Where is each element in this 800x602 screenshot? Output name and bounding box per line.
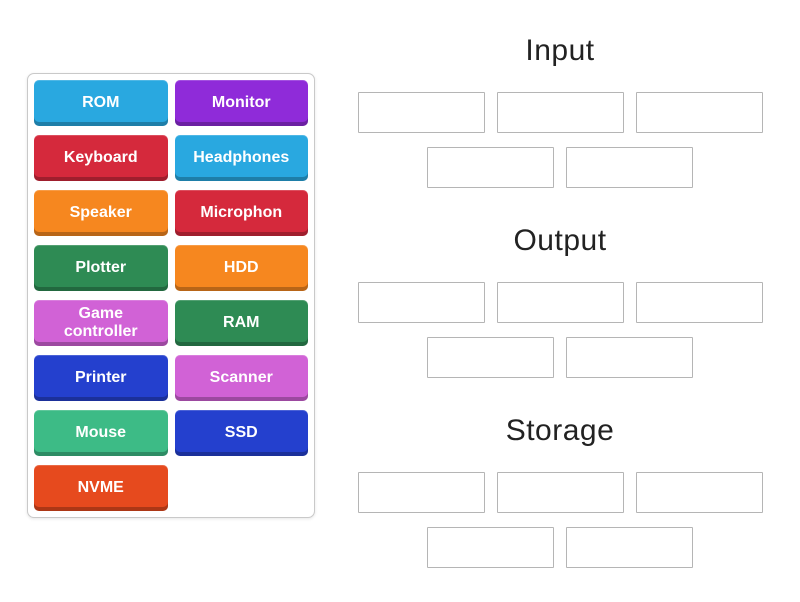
tile-label: Microphon bbox=[200, 203, 283, 221]
tile-label: Monitor bbox=[211, 93, 271, 111]
slot-row bbox=[350, 282, 770, 378]
drop-slot-storage-5[interactable] bbox=[566, 527, 693, 568]
drop-slot-output-5[interactable] bbox=[566, 337, 693, 378]
tile-headphones[interactable]: Headphones bbox=[174, 135, 308, 181]
tile-monitor[interactable]: Monitor bbox=[174, 80, 308, 126]
drop-slot-input-3[interactable] bbox=[635, 92, 763, 133]
group-title: Storage bbox=[505, 414, 615, 447]
tile-keyboard[interactable]: Keyboard bbox=[34, 135, 168, 181]
drop-slot-input-5[interactable] bbox=[566, 147, 693, 188]
tile-label: NVME bbox=[77, 478, 124, 496]
tile-label: Plotter bbox=[75, 258, 127, 276]
group-output: Output bbox=[350, 222, 770, 378]
tile-label: HDD bbox=[223, 258, 259, 276]
drop-slot-output-1[interactable] bbox=[357, 282, 485, 323]
drop-slot-output-3[interactable] bbox=[635, 282, 763, 323]
tile-label: RAM bbox=[223, 313, 260, 331]
tile-microphon[interactable]: Microphon bbox=[174, 190, 308, 236]
tile-label: Printer bbox=[74, 368, 127, 386]
tile-label: Game controller bbox=[63, 304, 138, 340]
drop-slot-storage-4[interactable] bbox=[427, 527, 554, 568]
group-title: Output bbox=[513, 224, 607, 257]
tile-label: Keyboard bbox=[63, 148, 138, 166]
slot-row bbox=[350, 92, 770, 188]
tile-game-controller[interactable]: Game controller bbox=[34, 300, 168, 346]
tile-label: Headphones bbox=[193, 148, 290, 166]
group-storage: Storage bbox=[350, 412, 770, 568]
drop-slot-input-4[interactable] bbox=[427, 147, 554, 188]
tile-label: SSD bbox=[224, 423, 258, 441]
tile-label: Speaker bbox=[69, 203, 132, 221]
group-title: Input bbox=[525, 34, 595, 67]
drop-slot-storage-3[interactable] bbox=[635, 472, 763, 513]
drop-slot-input-2[interactable] bbox=[496, 92, 624, 133]
tile-rom[interactable]: ROM bbox=[34, 80, 168, 126]
tile-nvme[interactable]: NVME bbox=[34, 465, 168, 511]
drop-slot-output-2[interactable] bbox=[496, 282, 624, 323]
drop-slot-storage-1[interactable] bbox=[357, 472, 485, 513]
tile-ram[interactable]: RAM bbox=[174, 300, 308, 346]
tile-mouse[interactable]: Mouse bbox=[34, 410, 168, 456]
tile-plotter[interactable]: Plotter bbox=[34, 245, 168, 291]
tile-printer[interactable]: Printer bbox=[34, 355, 168, 401]
slot-row bbox=[350, 472, 770, 568]
tile-label: Scanner bbox=[209, 368, 273, 386]
drop-slot-output-4[interactable] bbox=[427, 337, 554, 378]
tile-scanner[interactable]: Scanner bbox=[174, 355, 308, 401]
tile-label: Mouse bbox=[75, 423, 127, 441]
tile-hdd[interactable]: HDD bbox=[174, 245, 308, 291]
tile-ssd[interactable]: SSD bbox=[174, 410, 308, 456]
drop-slot-storage-2[interactable] bbox=[496, 472, 624, 513]
group-input: Input bbox=[350, 32, 770, 188]
tile-label: ROM bbox=[82, 93, 120, 111]
drop-slot-input-1[interactable] bbox=[357, 92, 485, 133]
tile-speaker[interactable]: Speaker bbox=[34, 190, 168, 236]
